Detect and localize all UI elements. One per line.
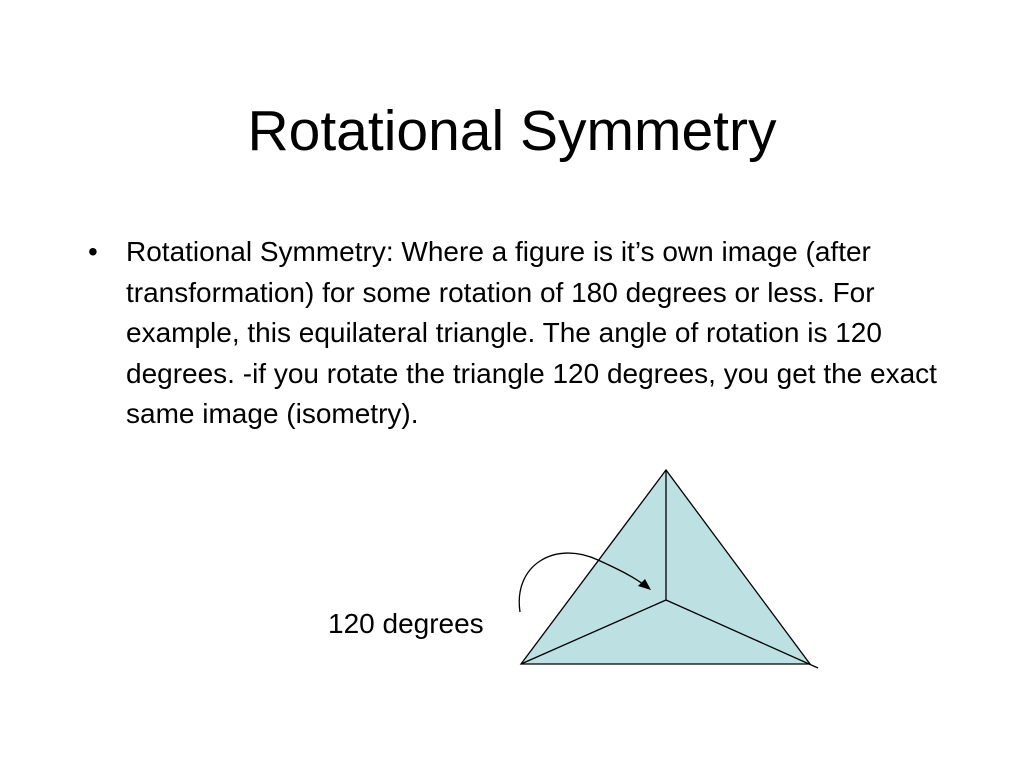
bullet-item: • Rotational Symmetry: Where a figure is…	[88, 232, 948, 435]
equilateral-triangle	[519, 468, 812, 665]
center-to-right-line	[665, 599, 819, 669]
center-to-left-line	[520, 599, 667, 665]
bullet-marker: •	[88, 236, 98, 267]
angle-label: 120 degrees	[328, 608, 484, 639]
bullet-list: • Rotational Symmetry: Where a figure is…	[88, 232, 948, 435]
rotation-arrow-head	[638, 579, 651, 590]
slide-title: Rotational Symmetry	[247, 99, 777, 163]
bullet-text: Rotational Symmetry: Where a figure is i…	[126, 236, 937, 430]
rotation-arrow	[518, 552, 649, 613]
